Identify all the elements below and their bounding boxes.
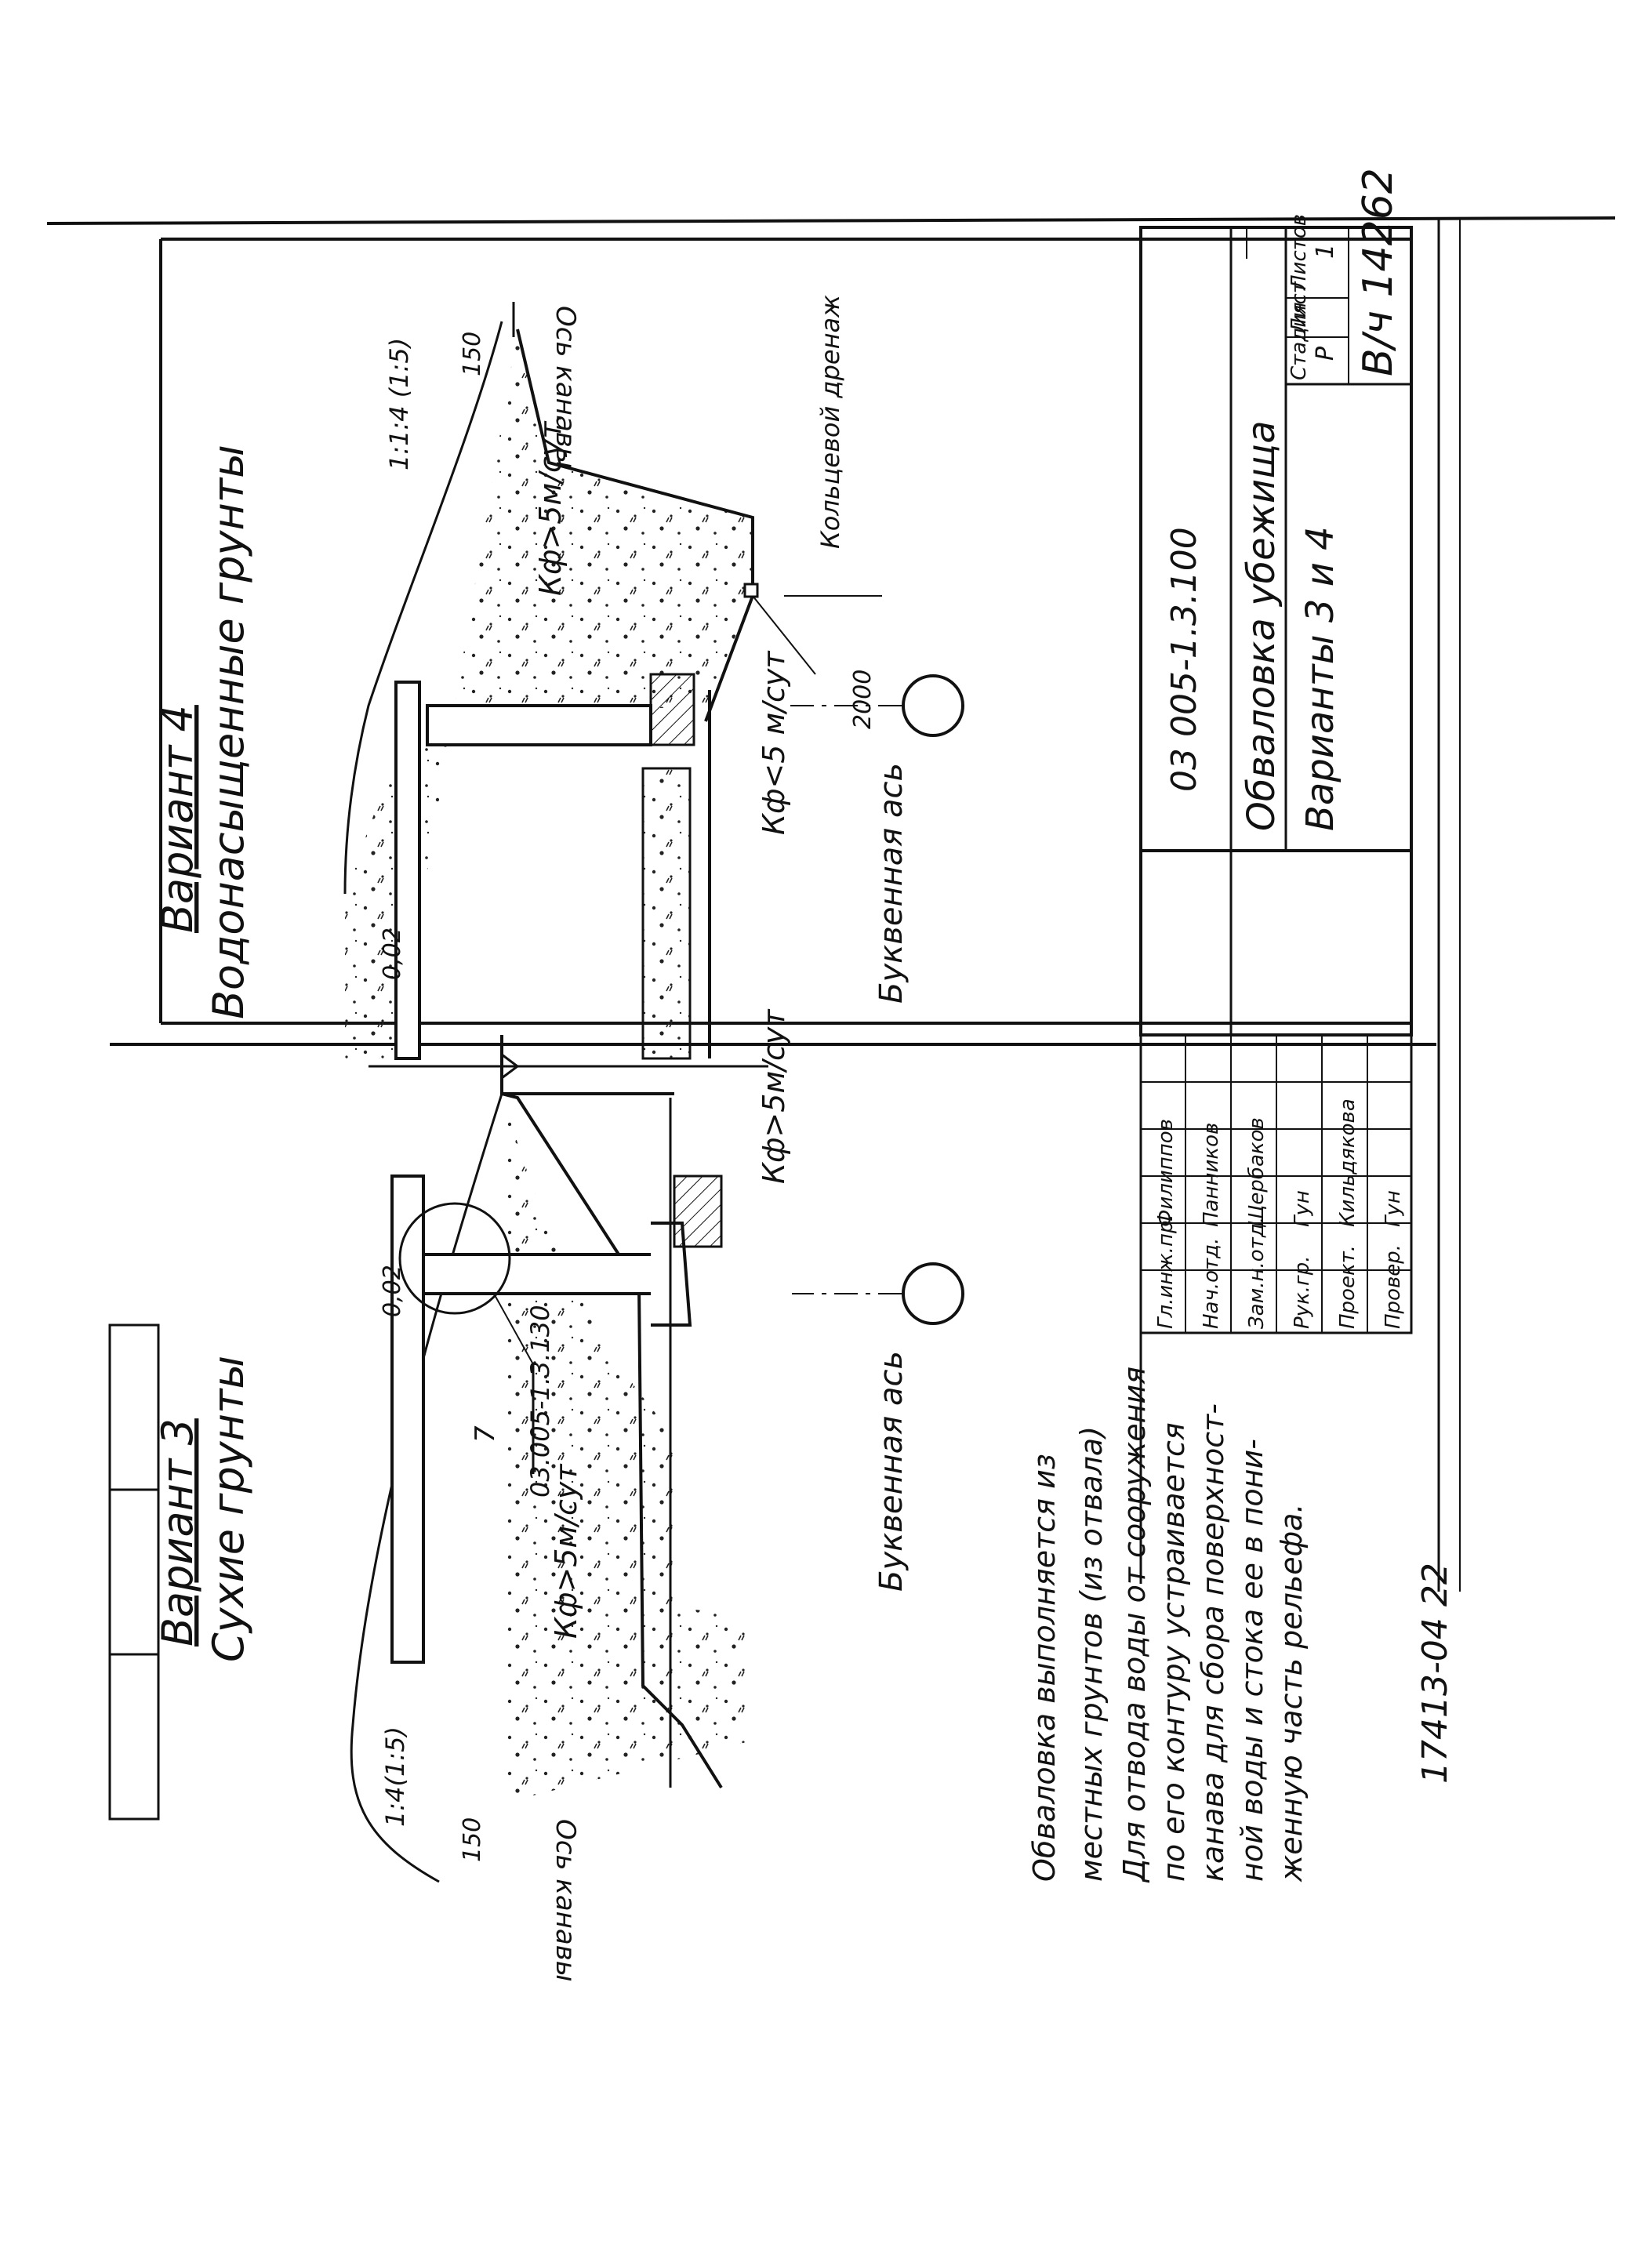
- letter-axis-left: Буквенная ась: [873, 1351, 910, 1592]
- variant4-section: [343, 302, 964, 1060]
- sheets-label: Листов: [1287, 214, 1311, 291]
- dim-2000: 2000: [849, 670, 877, 729]
- variant3-section: [350, 1035, 964, 1883]
- role-label: Нач.отд.: [1200, 1238, 1223, 1329]
- stage-value: Р: [1312, 346, 1339, 361]
- drawing-title-2: Варианты 3 и 4: [1298, 526, 1342, 831]
- note-line: Для отвода воды от сооружения: [1117, 1367, 1152, 1883]
- slope-002-left: 0,02: [379, 1265, 406, 1317]
- note-line: ной воды и стока ее в пони-: [1235, 1439, 1269, 1882]
- role-label: Провер.: [1382, 1244, 1405, 1329]
- footer-code: 17413-04 22: [1415, 1563, 1455, 1784]
- org-code: В/ч 14262: [1355, 168, 1402, 376]
- kf-lt-label: Кф<5 м/сут: [757, 650, 791, 835]
- role-name: Панников: [1200, 1123, 1223, 1227]
- variant4-title: Вариант 4: [153, 705, 202, 933]
- stage-label: Стадия: [1287, 302, 1311, 380]
- note-line: женную часть рельефа.: [1274, 1503, 1309, 1882]
- ditch-axis-right: Ось канавы: [550, 306, 581, 469]
- sheet-label: Лист: [1287, 281, 1311, 334]
- note-line: Обваловка выполняется из: [1027, 1454, 1062, 1882]
- variant4-subtitle: Водонасыщенные грунты: [204, 445, 253, 1019]
- role-name: Гун: [1291, 1190, 1314, 1227]
- role-name: Гун: [1382, 1190, 1405, 1227]
- break-lines: [369, 1053, 768, 1080]
- note-line: по его контуру устраивается: [1156, 1422, 1191, 1882]
- role-label: Проект.: [1336, 1245, 1360, 1329]
- sheets-value: 1: [1312, 244, 1339, 259]
- note-line: местных грунтов (из отвала): [1074, 1426, 1109, 1882]
- variant3-title: Вариант 3: [153, 1418, 202, 1646]
- role-name: Филиппов: [1154, 1119, 1178, 1227]
- callout-number: 7: [470, 1425, 501, 1443]
- role-label: Рук.гр.: [1291, 1256, 1314, 1329]
- variant3-subtitle: Сухие грунты: [204, 1356, 253, 1662]
- title-block: [1139, 226, 1413, 1584]
- kf-label-mid: Кф>5м/сут: [757, 1008, 791, 1184]
- drawing-title-1: Обваловка убежища: [1240, 420, 1283, 831]
- ditch-axis-left: Ось канавы: [550, 1819, 581, 1982]
- letter-axis-right: Буквенная ась: [873, 763, 910, 1004]
- dim-150-right: 150: [459, 332, 486, 376]
- slope-label-right: 1:1:4 (1:5): [384, 338, 414, 470]
- roles-table: Гл.инж.пр. Филиппов Нач.отд. Панников За…: [1154, 1098, 1405, 1329]
- slope-label-left: 1:4(1:5): [380, 1726, 410, 1827]
- stub-table: [108, 1323, 160, 1821]
- role-name: Кильдякова: [1336, 1098, 1360, 1227]
- role-name: Щербаков: [1245, 1117, 1269, 1227]
- slope-002-right: 0,02: [379, 928, 406, 980]
- ring-drain-label: Кольцевой дренаж: [815, 295, 845, 549]
- note-line: канава для сбора поверхност-: [1196, 1403, 1230, 1882]
- role-label: Зам.н.отд.: [1245, 1217, 1269, 1329]
- kf-label-left: Кф>5м/сут: [549, 1463, 583, 1639]
- kf-label-right: Кф>5м/сут.: [533, 412, 568, 596]
- project-code: 03 005-1.3.100: [1164, 527, 1204, 792]
- dim-150-left: 150: [459, 1817, 486, 1862]
- callout-ref: 03.005-1.3.130: [525, 1305, 555, 1498]
- text-layer: Вариант 3 Сухие грунты Вариант 4 Водонас…: [153, 168, 1455, 1982]
- role-label: Гл.инж.пр.: [1154, 1214, 1178, 1329]
- notes-block: Обваловка выполняется из местных грунтов…: [1027, 1367, 1309, 1883]
